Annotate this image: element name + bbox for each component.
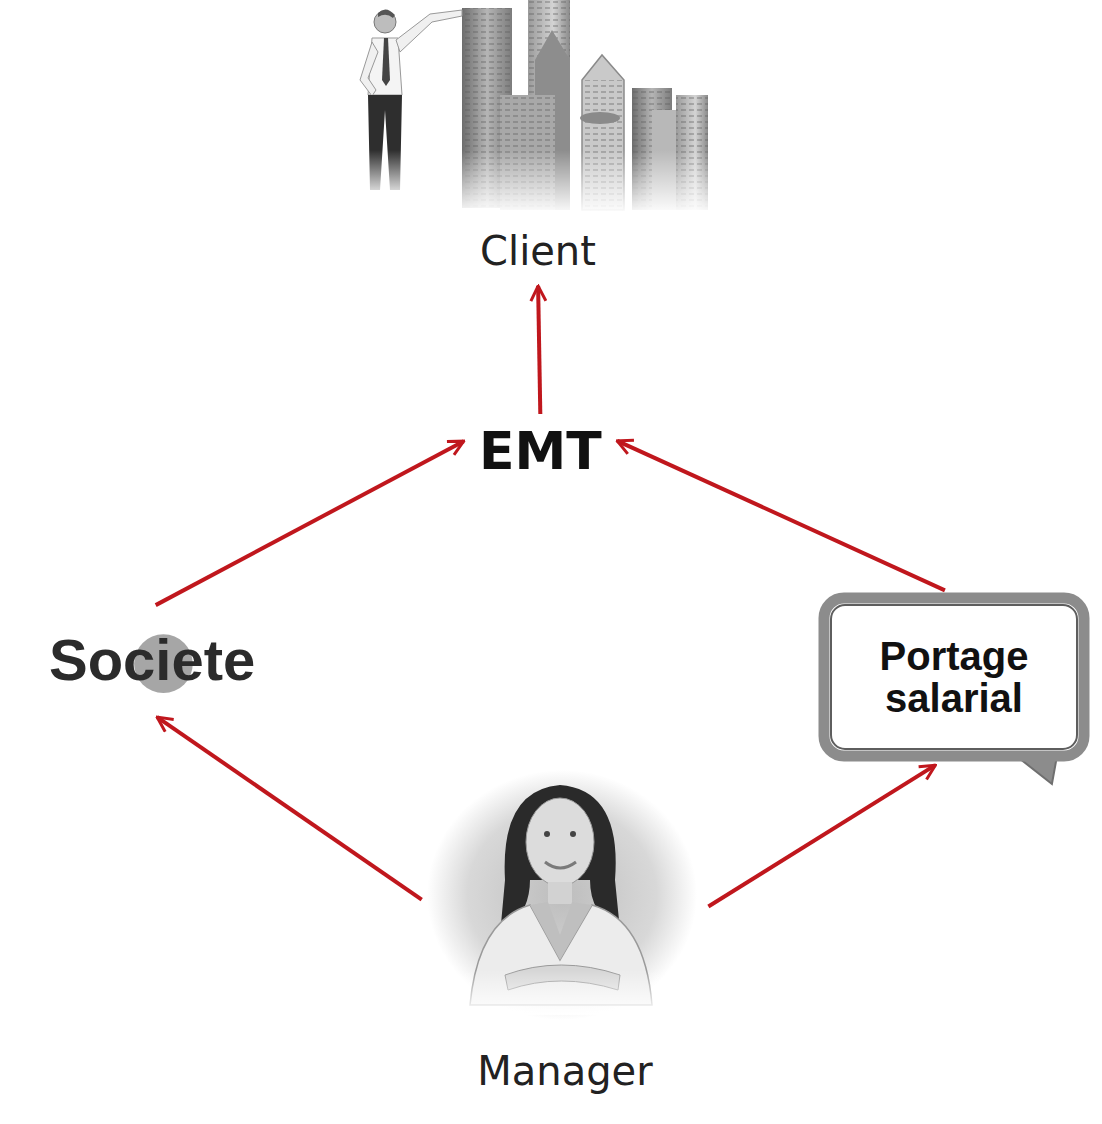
logo-text: Societe <box>49 627 255 694</box>
portrait-fade <box>440 970 690 1015</box>
manager-node: Manager <box>425 770 705 1100</box>
portrait-eye <box>570 831 576 837</box>
flow-arrow <box>157 717 422 900</box>
figure-arm <box>360 42 378 96</box>
flow-arrow <box>708 765 935 906</box>
building-disc <box>580 112 620 124</box>
portrait-background <box>427 770 697 1020</box>
portage-bubble: Portage salarial <box>818 592 1090 762</box>
figure-arm <box>396 10 462 52</box>
societe-logo: Societe <box>43 607 261 714</box>
portrait-collar <box>530 902 592 960</box>
figure-tie <box>382 38 390 86</box>
city-skyline <box>450 0 720 215</box>
businessman-figure <box>360 9 462 200</box>
node-label: Client <box>480 228 596 274</box>
bubble-inner-frame <box>831 605 1077 749</box>
skyline-fade <box>450 150 720 215</box>
emt-node: EMT <box>469 418 612 486</box>
bubble-text: Portage salarial <box>848 635 1060 719</box>
flow-arrow <box>156 441 464 605</box>
portrait-smile <box>545 862 576 868</box>
node-label: EMT <box>479 422 602 482</box>
flow-arrow <box>617 441 945 591</box>
manager-portrait <box>427 770 697 1020</box>
flow-arrow <box>538 286 540 414</box>
portrait-eye <box>544 831 550 837</box>
node-label: Manager <box>477 1048 652 1094</box>
figure-fade <box>360 150 420 200</box>
portrait-face <box>526 798 594 886</box>
bubble-frame <box>824 598 1084 756</box>
portrait-neck <box>548 882 572 904</box>
client-node: Client <box>348 0 728 280</box>
figure-hair <box>378 9 395 18</box>
